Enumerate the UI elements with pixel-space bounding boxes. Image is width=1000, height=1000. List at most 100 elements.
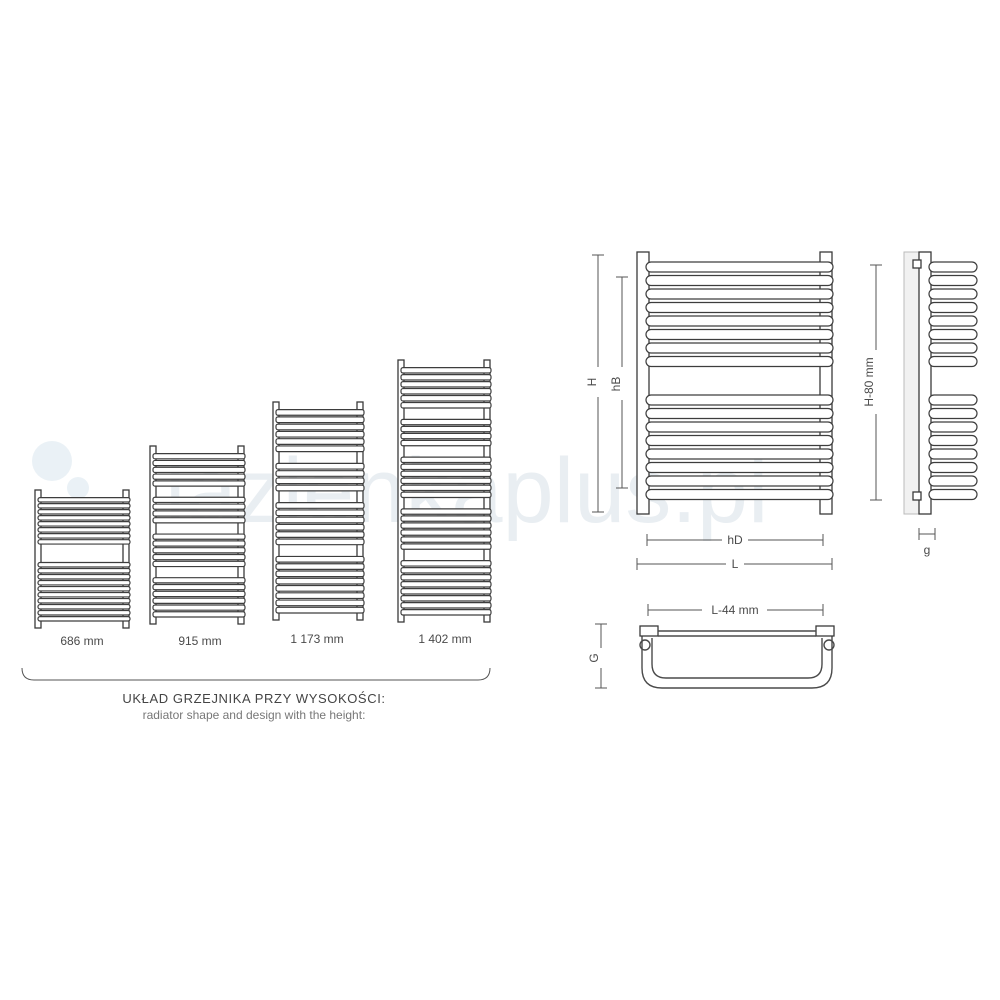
variant-bar — [275, 509, 365, 517]
variant-bar — [152, 560, 246, 568]
top-view-right-collector — [815, 625, 835, 637]
variant-bar — [152, 466, 246, 474]
caption-english: radiator shape and design with the heigh… — [143, 708, 366, 722]
variant-bar — [275, 531, 365, 538]
dimension-hB: hB — [609, 276, 628, 489]
variant-bar — [275, 409, 365, 416]
variant-label-686: 686 mm — [60, 634, 103, 648]
variant-bar — [152, 540, 246, 547]
variant-bar — [37, 585, 131, 592]
watermark-logo-icon — [32, 441, 72, 481]
variant-bar — [400, 477, 492, 485]
variant-bar — [275, 502, 365, 509]
side-bar — [928, 315, 978, 327]
variant-bar — [152, 604, 246, 611]
height-variant-3 — [397, 359, 492, 623]
side-bar — [928, 421, 978, 433]
variant-bar — [400, 418, 492, 426]
variant-bar — [400, 484, 492, 492]
variant-bar — [275, 538, 365, 546]
variant-bar — [152, 583, 246, 591]
variant-bar — [37, 527, 131, 533]
variant-bar — [400, 508, 492, 515]
variant-bar — [152, 459, 246, 467]
variant-bar — [400, 543, 492, 550]
side-bar — [928, 448, 978, 460]
variant-bar — [275, 416, 365, 424]
variant-bar — [152, 533, 246, 540]
variant-bar — [400, 574, 492, 581]
side-bar — [928, 461, 978, 474]
variant-bar — [152, 597, 246, 604]
variant-bar — [275, 477, 365, 485]
dimension-g: g — [918, 528, 936, 557]
variant-label-1173: 1 173 mm — [290, 632, 343, 646]
variant-bar — [275, 470, 365, 477]
side-bar — [928, 261, 978, 273]
top-view: L-44 mm G — [587, 603, 835, 689]
variant-bar — [152, 611, 246, 618]
front-bar — [645, 394, 834, 406]
variant-bar — [37, 539, 131, 545]
front-view — [636, 251, 834, 515]
variant-bar — [400, 394, 492, 402]
variant-bar — [400, 470, 492, 478]
variant-label-1402: 1 402 mm — [418, 632, 471, 646]
side-bar — [928, 355, 978, 368]
side-bar — [928, 274, 978, 287]
variant-bar — [37, 521, 131, 527]
variant-bar — [37, 579, 131, 586]
side-wall — [903, 251, 920, 515]
variant-bar — [400, 367, 492, 374]
variant-bar — [37, 515, 131, 521]
variant-bar — [152, 517, 246, 524]
variant-bar — [275, 577, 365, 585]
variant-bar — [400, 529, 492, 536]
variant-bar — [37, 497, 131, 503]
variant-bar — [275, 592, 365, 600]
variant-bar — [400, 581, 492, 588]
variant-bar — [400, 602, 492, 609]
front-bar — [645, 407, 834, 420]
front-bar — [645, 434, 834, 447]
front-bar — [645, 448, 834, 460]
variant-bar — [37, 509, 131, 515]
variant-bar — [37, 591, 131, 598]
dimension-H: H — [585, 254, 604, 513]
variant-bar — [152, 510, 246, 517]
side-bar — [928, 407, 978, 420]
front-bar — [645, 261, 834, 273]
front-bar — [645, 301, 834, 314]
variant-bar — [37, 503, 131, 509]
height-variant-2 — [272, 401, 365, 621]
label-H-80: H-80 mm — [862, 357, 876, 406]
front-bar — [645, 274, 834, 287]
front-bar — [645, 315, 834, 327]
variant-bar — [400, 373, 492, 381]
variant-bar — [275, 523, 365, 531]
variant-bar — [400, 567, 492, 574]
height-variant-1 — [149, 445, 246, 625]
variant-bar — [400, 491, 492, 499]
variant-bar — [275, 563, 365, 570]
variant-bar — [400, 588, 492, 595]
top-view-left-collector — [639, 625, 659, 637]
variant-bar — [152, 496, 246, 504]
front-bar — [645, 461, 834, 474]
side-bar — [928, 342, 978, 354]
front-bar — [645, 421, 834, 433]
variant-bar — [275, 438, 365, 445]
height-variants — [34, 359, 492, 629]
side-bar — [928, 394, 978, 406]
variant-left-collector — [34, 489, 42, 629]
variant-bar — [275, 462, 365, 470]
side-bar — [928, 288, 978, 300]
side-top-bracket — [912, 259, 922, 269]
variant-bar — [400, 380, 492, 388]
variant-bar — [400, 463, 492, 471]
side-bar — [928, 328, 978, 341]
variant-bar — [152, 480, 246, 487]
variant-bar — [37, 609, 131, 616]
front-bar — [645, 328, 834, 341]
label-L: L — [732, 557, 739, 571]
